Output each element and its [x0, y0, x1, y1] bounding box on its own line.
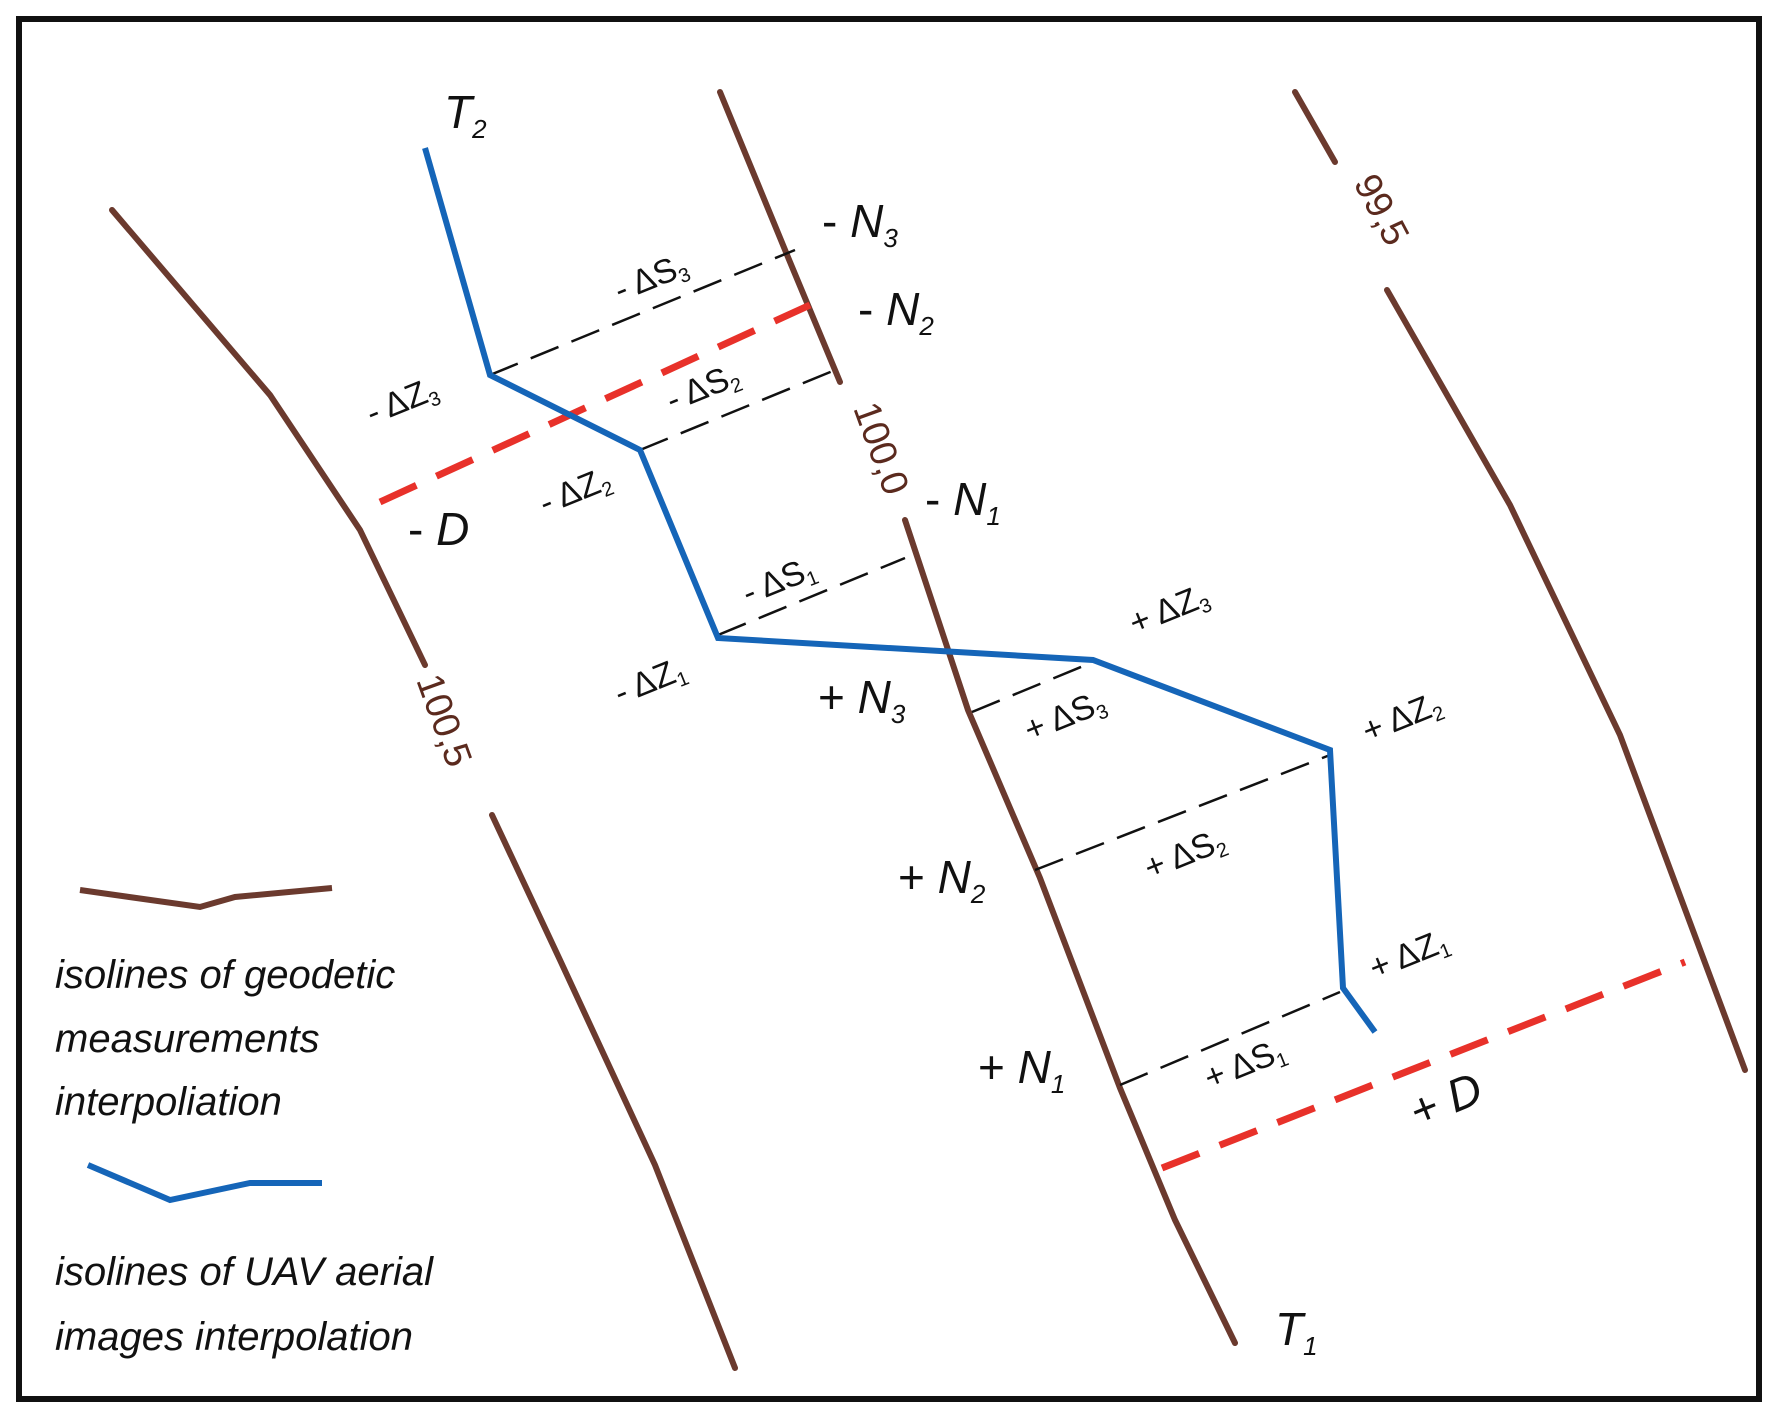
transect-t2-label: T2: [444, 86, 487, 144]
minus-s1-label: - ΔS1: [737, 549, 822, 615]
isoline-label-99-5: 99,5: [1345, 168, 1417, 253]
legend-geodetic-line2: measurements: [55, 1017, 320, 1061]
plus-z3-label: + ΔZ3: [1124, 576, 1215, 645]
isoline-label-100-5: 100,5: [408, 669, 480, 773]
legend-uav-line1: isolines of UAV aerial: [55, 1250, 434, 1294]
isoline-label-100-0: 100,0: [845, 397, 917, 501]
plus-d-label: + D: [1402, 1062, 1489, 1138]
minus-z1-label: - ΔZ1: [609, 650, 693, 716]
minus-n3-label: - N3: [822, 195, 898, 253]
minus-s3-line: [489, 248, 796, 377]
deviation-lines: [378, 301, 1687, 1172]
legend-geodetic-line1: isolines of geodetic: [55, 953, 395, 997]
uav-isoline: [422, 147, 1378, 1034]
plus-n3-label: + N3: [818, 671, 906, 729]
delta-s-lines: [489, 248, 1341, 1087]
minus-s2-line: [639, 366, 841, 452]
isoline-99-5-lower: [1384, 287, 1748, 1073]
minus-z2-label: - ΔZ2: [534, 460, 618, 526]
minus-s3-label: - ΔS3: [609, 246, 694, 312]
legend-uav-line2: images interpolation: [55, 1315, 413, 1359]
transect-t1-label: T1: [1275, 1303, 1318, 1361]
minus-d-label: - D: [408, 503, 469, 555]
geodetic-isolines: [109, 89, 1748, 1371]
plus-s3-label: + ΔS3: [1019, 683, 1112, 752]
minus-n1-label: - N1: [925, 473, 1001, 531]
minus-s1-line: [717, 556, 906, 637]
plus-n1-label: + N1: [978, 1041, 1065, 1099]
plus-z2-label: + ΔZ2: [1357, 684, 1448, 753]
plus-s1-label: + ΔS1: [1199, 1031, 1292, 1100]
plus-s1-line: [1119, 990, 1341, 1087]
legend-geodetic-line3: interpoliation: [55, 1080, 282, 1124]
isoline-100-5-upper: [109, 207, 428, 668]
plus-z1-label: + ΔZ1: [1364, 921, 1455, 990]
diagram-frame: [16, 16, 1762, 1402]
plus-n2-label: + N2: [898, 851, 986, 909]
isoline-100-0-lower: [902, 517, 1238, 1346]
isoline-99-5-upper: [1292, 89, 1338, 165]
isoline-100-0-upper: [717, 89, 843, 385]
plus-s3-line: [971, 660, 1094, 714]
isoline-100-5-lower: [489, 812, 738, 1371]
plus-s2-line: [1034, 753, 1331, 872]
plus-d-line: [1160, 958, 1687, 1172]
minus-n2-label: - N2: [858, 283, 934, 341]
legend: isolines of geodetic measurements interp…: [55, 885, 434, 1359]
legend-uav-swatch: [86, 1162, 322, 1204]
minus-z3-label: - ΔZ3: [361, 370, 445, 436]
minus-d-line: [378, 301, 812, 506]
legend-geodetic-swatch: [79, 885, 333, 911]
plus-s2-label: + ΔS2: [1139, 821, 1232, 890]
